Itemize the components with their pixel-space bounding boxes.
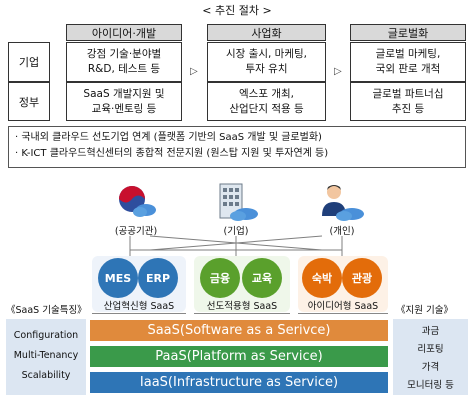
- cell-text: 국외 판로 개척: [375, 63, 441, 75]
- cell-text: 시장 출시, 마케팅,: [226, 48, 307, 60]
- cell-text: 글로벌 마케팅,: [375, 48, 441, 60]
- support-item: 과금: [421, 326, 440, 337]
- layer-iaas: IaaS(Infrastructure as Service): [90, 372, 388, 393]
- circle-education: 교육: [242, 258, 282, 298]
- cell-text: SaaS 개발지원 및: [83, 87, 165, 100]
- cell-commercialization-government: 엑스포 개최, 산업단지 적용 등: [207, 82, 326, 121]
- group-label-idea: 아이디어형 SaaS: [298, 297, 388, 314]
- support-item: 리포팅: [417, 344, 444, 355]
- cell-text: 글로벌 파트너십: [372, 87, 444, 100]
- feature-item: Configuration: [13, 330, 79, 341]
- circle-finance: 금융: [200, 258, 240, 298]
- actor-label-public: (공공기관): [114, 226, 158, 237]
- row-label-government: 정부: [8, 82, 50, 121]
- cell-commercialization-company: 시장 출시, 마케팅, 투자 유치: [207, 42, 326, 82]
- layer-saas: SaaS(Software as a Serivce): [90, 320, 388, 341]
- cell-text: 엑스포 개최,: [239, 87, 294, 100]
- saas-features-panel: Configuration Multi-Tenancy Scalability: [6, 319, 86, 395]
- cell-ideation-company: 강점 기술·분야별 R&D, 테스트 등: [66, 42, 182, 82]
- cell-text: 강점 기술·분야별: [86, 48, 162, 60]
- circle-erp: ERP: [138, 258, 178, 298]
- column-head-globalization: 글로벌화: [350, 24, 466, 41]
- cell-text: 산업단지 적용 등: [229, 102, 304, 115]
- arrow-right-icon: ▷: [334, 66, 342, 77]
- note-line: · 국내외 클라우드 선도기업 연계 (플랫폼 기반의 SaaS 개발 및 글로…: [15, 132, 322, 143]
- cell-text: 투자 유치: [245, 63, 288, 75]
- support-tech-title: 《지원 기술》: [396, 305, 453, 316]
- circle-tourism: 관광: [342, 258, 382, 298]
- actor-label-company: (기업): [223, 226, 249, 237]
- group-label-leading: 선도적용형 SaaS: [194, 297, 290, 314]
- actor-label-individual: (개인): [329, 226, 355, 237]
- support-tech-panel: 과금 리포팅 가격 모니터링 등: [393, 319, 468, 395]
- saas-features-title: 《SaaS 기술특징》: [6, 305, 87, 316]
- notes-box: · 국내외 클라우드 선도기업 연계 (플랫폼 기반의 SaaS 개발 및 글로…: [8, 126, 466, 168]
- arrow-right-icon: ▷: [190, 66, 198, 77]
- person-user-icon: [318, 182, 366, 222]
- layer-paas: PaaS(Platform as Service): [90, 346, 388, 367]
- feature-item: Scalability: [21, 370, 71, 381]
- circle-lodging: 숙박: [302, 258, 342, 298]
- column-head-commercialization: 사업화: [207, 24, 326, 41]
- cell-globalization-company: 글로벌 마케팅, 국외 판로 개척: [350, 42, 466, 82]
- support-item: 가격: [421, 362, 440, 373]
- diagram-title: < 추진 절차 >: [202, 4, 272, 17]
- office-building-icon: [212, 182, 260, 222]
- note-line: · K-ICT 클라우드혁신센터의 종합적 전문지원 (원스탑 지원 및 투자연…: [15, 148, 329, 159]
- korea-government-logo-icon: [116, 184, 156, 220]
- feature-item: Multi-Tenancy: [13, 350, 79, 361]
- row-label-company: 기업: [8, 42, 50, 82]
- cell-text: 교육·멘토링 등: [91, 102, 157, 115]
- column-head-ideation: 아이디어·개발: [66, 24, 182, 41]
- circle-mes: MES: [98, 258, 138, 298]
- group-label-industry: 산업혁신형 SaaS: [92, 297, 186, 314]
- cell-text: 추진 등: [391, 102, 425, 115]
- support-item: 모니터링 등: [407, 380, 454, 391]
- cell-text: R&D, 테스트 등: [87, 63, 161, 75]
